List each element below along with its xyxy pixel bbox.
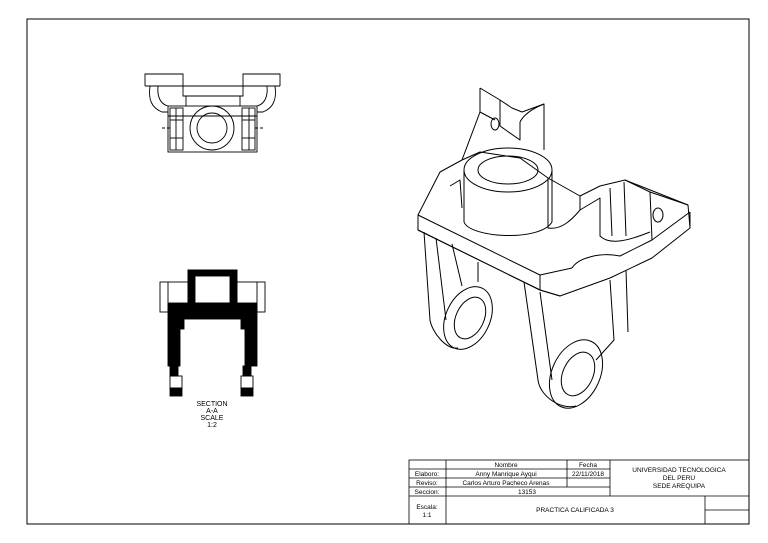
elaboro-name: Anny Manrique Ayqui: [475, 471, 536, 478]
section-label-line2: A-A: [206, 408, 218, 415]
escala-value: 1:1: [422, 512, 431, 519]
title-block: [408, 459, 750, 525]
section-label-line4: 1:2: [207, 422, 217, 429]
reviso-name: Carlos Arturo Pacheco Arenas: [462, 480, 550, 487]
seccion-value: 13153: [518, 489, 536, 496]
top-view: [144, 73, 281, 153]
section-label-line1: SECTION: [196, 401, 227, 408]
section-view: [159, 269, 266, 397]
header-nombre: Nombre: [494, 462, 518, 469]
header-fecha: Fecha: [579, 462, 597, 469]
section-label-line3: SCALE: [201, 415, 224, 422]
institution-line3: SEDE AREQUIPA: [653, 483, 706, 490]
elaboro-label: Elaboro:: [415, 471, 439, 478]
title-block-text: Nombre Fecha Elaboro: Anny Manrique Ayqu…: [415, 462, 727, 519]
sheet-border: [26, 18, 750, 525]
escala-label: Escala:: [416, 504, 438, 511]
reviso-label: Reviso:: [416, 480, 438, 487]
seccion-label: Seccion:: [415, 489, 440, 496]
institution-line2: DEL PERU: [663, 475, 696, 482]
isometric-view: [417, 87, 691, 409]
elaboro-date: 22/11/2018: [572, 471, 604, 478]
drawing-title: PRACTICA CALIFICADA 3: [536, 507, 614, 514]
institution-line1: UNIVERSIDAD TECNOLOGICA: [632, 467, 726, 474]
